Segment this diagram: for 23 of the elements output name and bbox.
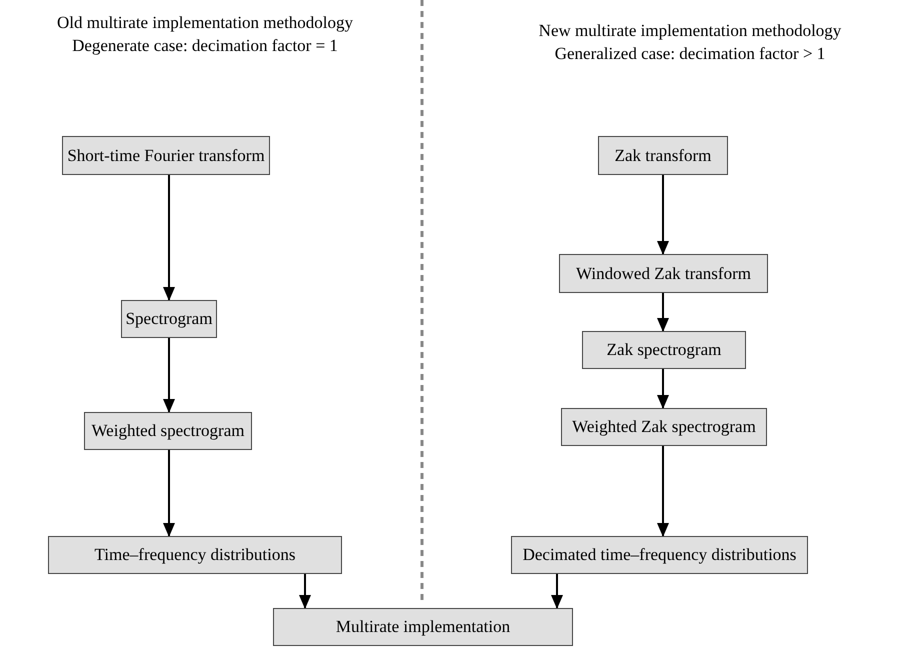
process-box: Spectrogram xyxy=(121,300,217,338)
arrow xyxy=(163,450,175,537)
arrow xyxy=(657,293,669,332)
arrow xyxy=(657,175,669,255)
heading-text: Old multirate implementation methodology xyxy=(56,12,354,34)
heading-text: Generalized case: decimation factor > 1 xyxy=(554,43,826,64)
process-box: Zak transform xyxy=(598,136,728,175)
process-box: Decimated time–frequency distributions xyxy=(511,536,808,574)
arrow xyxy=(551,574,563,609)
process-box: Weighted Zak spectrogram xyxy=(561,408,767,446)
arrow xyxy=(657,369,669,409)
arrow xyxy=(163,338,175,413)
process-box: Short-time Fourier transform xyxy=(62,136,270,175)
arrow xyxy=(657,446,669,537)
process-box: Time–frequency distributions xyxy=(48,536,342,574)
process-box: Windowed Zak transform xyxy=(559,254,768,293)
heading-text: New multirate implementation methodology xyxy=(538,20,842,42)
process-box: Weighted spectrogram xyxy=(84,412,252,450)
process-box: Multirate implementation xyxy=(273,608,573,646)
arrow xyxy=(163,175,175,301)
process-box: Zak spectrogram xyxy=(582,331,746,369)
arrow xyxy=(299,574,311,609)
heading-text: Degenerate case: decimation factor = 1 xyxy=(71,35,339,56)
